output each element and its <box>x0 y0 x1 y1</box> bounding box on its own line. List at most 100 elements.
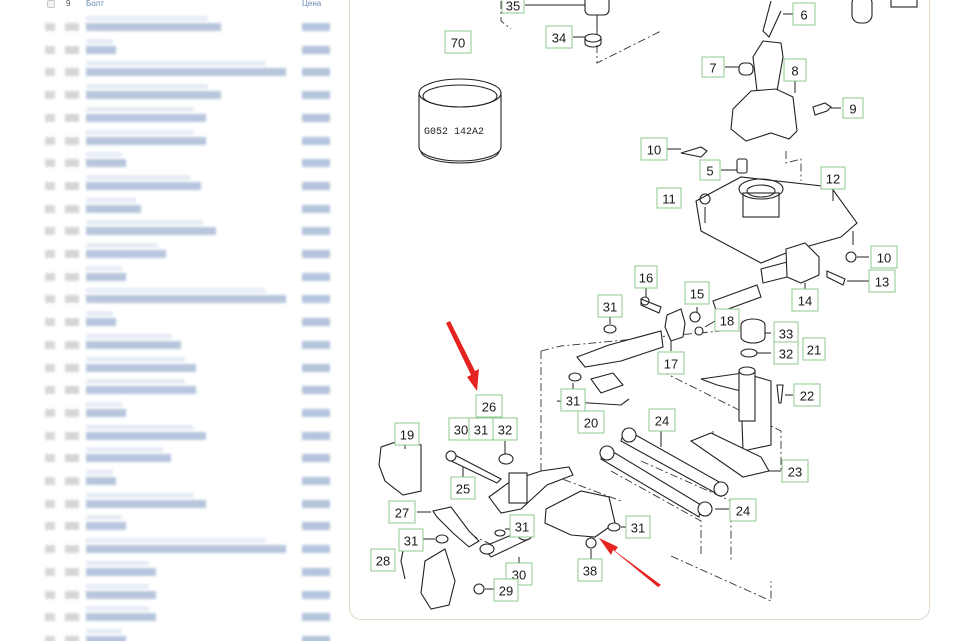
list-row[interactable] <box>40 492 332 516</box>
callout-6[interactable]: 6 <box>792 2 816 26</box>
callout-19[interactable]: 19 <box>394 422 420 446</box>
list-row[interactable] <box>40 174 332 198</box>
callout-5[interactable]: 5 <box>699 159 721 181</box>
list-row[interactable] <box>40 424 332 448</box>
list-row[interactable] <box>40 606 332 629</box>
list-row[interactable] <box>40 379 332 402</box>
row-name-link[interactable] <box>86 136 206 145</box>
row-checkbox[interactable] <box>45 113 55 122</box>
row-checkbox[interactable] <box>45 181 55 190</box>
select-all-checkbox[interactable] <box>47 0 55 8</box>
row-checkbox[interactable] <box>45 408 55 417</box>
list-row[interactable] <box>40 84 332 107</box>
callout-25[interactable]: 25 <box>450 476 476 500</box>
list-row[interactable] <box>40 288 332 311</box>
callout-8[interactable]: 8 <box>783 58 807 82</box>
callout-31[interactable]: 31 <box>625 515 651 539</box>
callout-17[interactable]: 17 <box>657 351 685 375</box>
row-checkbox[interactable] <box>45 431 55 440</box>
callout-11[interactable]: 11 <box>656 187 682 209</box>
callout-35[interactable]: 35 <box>501 0 525 14</box>
row-checkbox[interactable] <box>45 136 55 145</box>
list-row[interactable] <box>40 470 332 493</box>
callout-18[interactable]: 18 <box>714 308 740 332</box>
row-checkbox[interactable] <box>45 590 55 599</box>
row-name-link[interactable] <box>86 454 171 463</box>
list-row[interactable] <box>40 538 332 561</box>
list-row[interactable] <box>40 16 332 39</box>
row-checkbox[interactable] <box>45 386 55 395</box>
row-checkbox[interactable] <box>45 567 55 576</box>
callout-31[interactable]: 31 <box>509 514 535 538</box>
list-row[interactable] <box>40 447 332 470</box>
callout-31[interactable]: 31 <box>597 294 623 318</box>
callout-31[interactable]: 31 <box>398 528 424 552</box>
row-name-link[interactable] <box>86 522 126 531</box>
row-name-link[interactable] <box>86 567 156 576</box>
row-name-link[interactable] <box>86 250 166 258</box>
row-checkbox[interactable] <box>45 272 55 281</box>
list-row[interactable] <box>40 265 332 289</box>
callout-20[interactable]: 20 <box>577 410 605 434</box>
list-row[interactable] <box>40 38 332 62</box>
row-checkbox[interactable] <box>45 250 55 258</box>
row-checkbox[interactable] <box>45 454 55 463</box>
row-checkbox[interactable] <box>45 545 55 554</box>
row-name-link[interactable] <box>86 318 116 327</box>
row-checkbox[interactable] <box>45 477 55 485</box>
callout-22[interactable]: 22 <box>793 383 821 407</box>
callout-24[interactable]: 24 <box>648 408 676 432</box>
row-checkbox[interactable] <box>45 45 55 54</box>
callout-33[interactable]: 33 <box>773 321 799 345</box>
list-row[interactable] <box>40 515 332 538</box>
row-checkbox[interactable] <box>45 227 55 236</box>
callout-21[interactable]: 21 <box>802 337 826 361</box>
list-row[interactable] <box>40 401 332 425</box>
callout-24[interactable]: 24 <box>729 498 757 522</box>
row-name-link[interactable] <box>86 295 286 304</box>
callout-10[interactable]: 10 <box>640 137 668 161</box>
row-checkbox[interactable] <box>45 295 55 304</box>
row-name-link[interactable] <box>86 386 196 395</box>
callout-13[interactable]: 13 <box>868 269 896 293</box>
row-checkbox[interactable] <box>45 613 55 622</box>
row-name-link[interactable] <box>86 545 286 554</box>
callout-16[interactable]: 16 <box>634 265 658 289</box>
row-name-link[interactable] <box>86 635 126 641</box>
row-name-link[interactable] <box>86 499 206 508</box>
row-checkbox[interactable] <box>45 23 55 31</box>
callout-27[interactable]: 27 <box>388 500 416 524</box>
row-checkbox[interactable] <box>45 91 55 100</box>
list-row[interactable] <box>40 197 332 221</box>
row-checkbox[interactable] <box>45 499 55 508</box>
row-checkbox[interactable] <box>45 340 55 349</box>
callout-15[interactable]: 15 <box>684 281 710 305</box>
list-row[interactable] <box>40 106 332 130</box>
row-checkbox[interactable] <box>45 68 55 77</box>
callout-70[interactable]: 70 <box>444 30 472 54</box>
row-name-link[interactable] <box>86 477 116 485</box>
row-checkbox[interactable] <box>45 363 55 372</box>
callout-12[interactable]: 12 <box>820 166 846 190</box>
callout-28[interactable]: 28 <box>370 548 396 572</box>
list-row[interactable] <box>40 152 332 175</box>
row-name-link[interactable] <box>86 23 221 31</box>
row-checkbox[interactable] <box>45 204 55 213</box>
row-checkbox[interactable] <box>45 159 55 168</box>
row-name-link[interactable] <box>86 363 196 372</box>
row-checkbox[interactable] <box>45 318 55 327</box>
row-name-link[interactable] <box>86 227 216 236</box>
list-row[interactable] <box>40 129 332 153</box>
row-name-link[interactable] <box>86 91 221 100</box>
callout-29[interactable]: 29 <box>493 578 519 602</box>
row-checkbox[interactable] <box>45 522 55 531</box>
callout-31[interactable]: 31 <box>468 417 494 441</box>
row-name-link[interactable] <box>86 113 206 122</box>
row-name-link[interactable] <box>86 45 116 54</box>
list-row[interactable] <box>40 243 332 266</box>
callout-38[interactable]: 38 <box>577 558 603 582</box>
callout-30[interactable]: 30 <box>448 417 474 441</box>
row-name-link[interactable] <box>86 68 286 77</box>
row-name-link[interactable] <box>86 431 206 440</box>
callout-9[interactable]: 9 <box>842 97 864 119</box>
